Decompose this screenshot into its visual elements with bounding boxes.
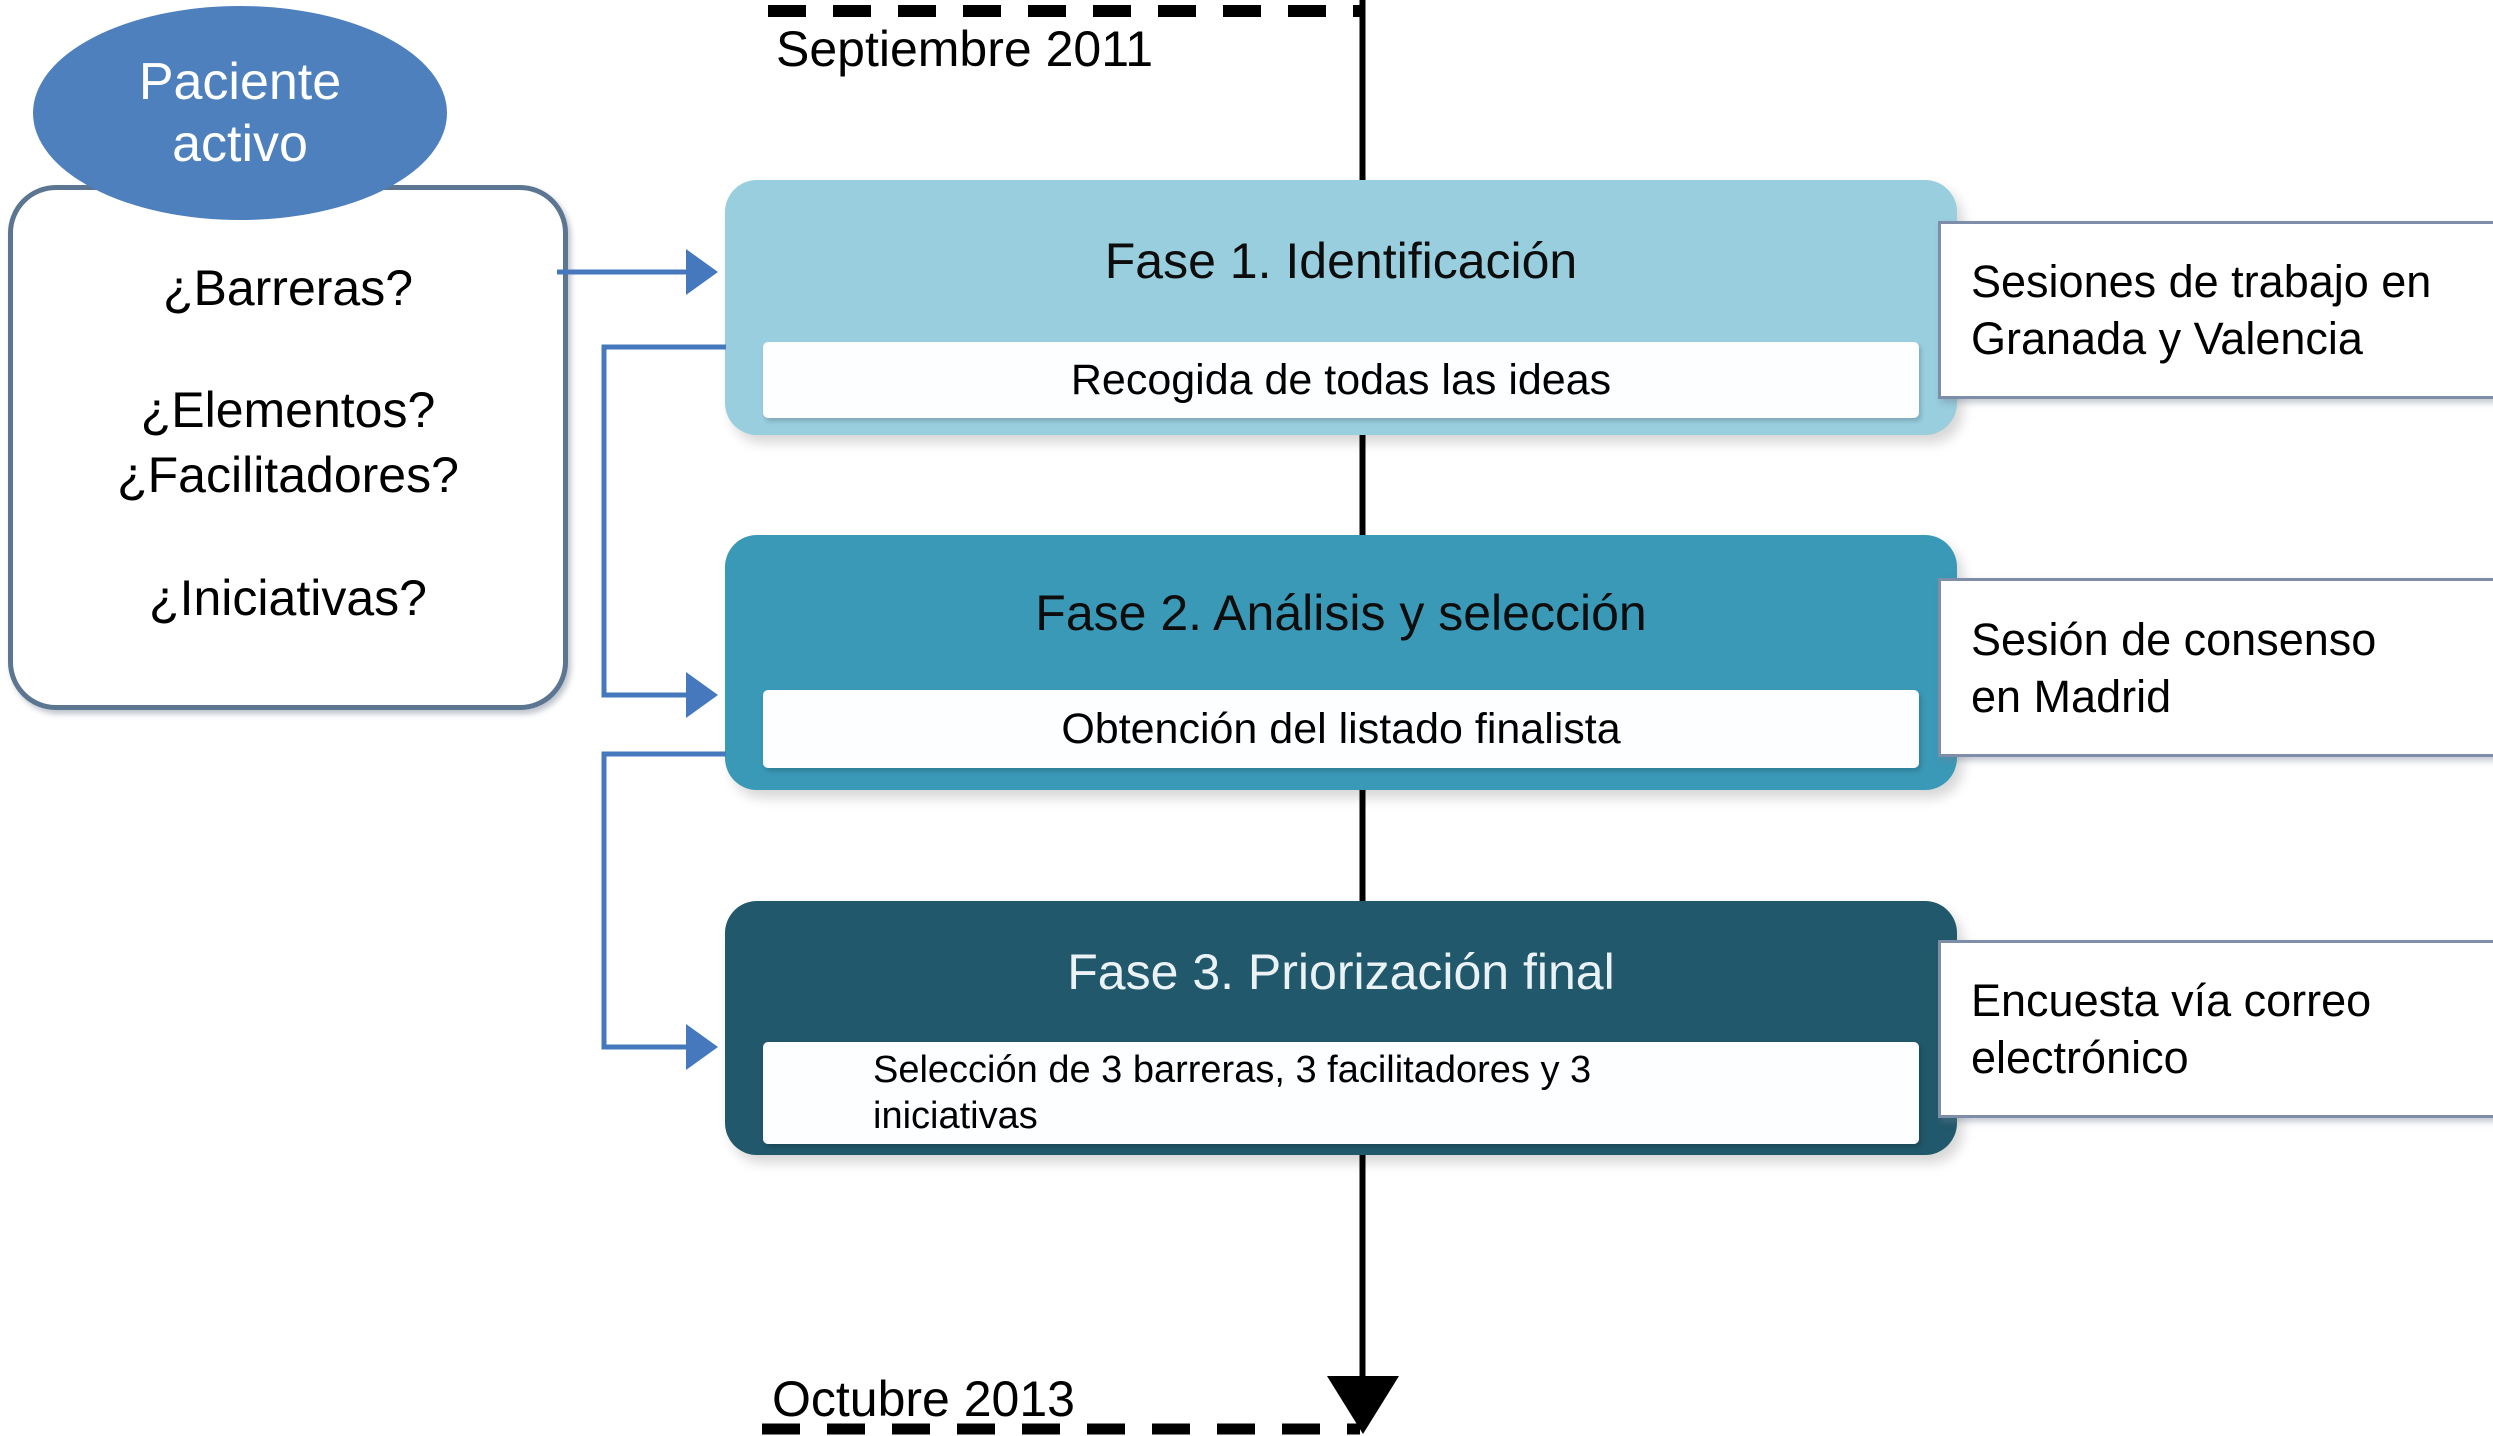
note-2-text: Sesión de consenso en Madrid: [1971, 613, 2377, 722]
phase-2-subtitle: Obtención del listado finalista: [1061, 704, 1621, 753]
phase-1-subtitle-box: Recogida de todas las ideas: [763, 342, 1919, 418]
phase-2-subtitle-box: Obtención del listado finalista: [763, 690, 1919, 768]
question-barreras: ¿Barreras?: [162, 260, 414, 316]
question-elementos: ¿Elementos?: [140, 382, 436, 438]
phase-2-title: Fase 2. Análisis y selección: [1035, 584, 1647, 641]
note-box-1: Sesiones de trabajo en Granada y Valenci…: [1938, 221, 2493, 399]
arrowhead-phase1-icon: [686, 249, 718, 295]
phase-2-box: Fase 2. Análisis y selección Obtención d…: [725, 535, 1957, 790]
connector-lines: [557, 269, 726, 1050]
timeline-end-label: Octubre 2013: [772, 1371, 1075, 1427]
arrowhead-phase3-icon: [686, 1024, 718, 1070]
connector-arrowheads: [686, 249, 718, 1070]
timeline-start-label: Septiembre 2011: [776, 21, 1154, 77]
phase-3-title: Fase 3. Priorización final: [1067, 943, 1615, 1000]
phase-1-title: Fase 1. Identificación: [1104, 233, 1578, 289]
note-box-2: Sesión de consenso en Madrid: [1938, 578, 2493, 757]
connector-phase2-to-phase3: [601, 751, 726, 1050]
phase-3-box: Fase 3. Priorización final Selección de …: [725, 901, 1957, 1155]
phase-1-box: Fase 1. Identificación Recogida de todas…: [725, 180, 1957, 435]
note-1-text: Sesiones de trabajo en Granada y Valenci…: [1971, 256, 2432, 364]
note-3-text: Encuesta vía correo electrónico: [1971, 975, 2372, 1083]
question-facilitadores: ¿Facilitadores?: [117, 447, 459, 503]
arrowhead-phase2-icon: [686, 672, 718, 718]
timeline-arrowhead-icon: [1327, 1376, 1399, 1434]
question-iniciativas: ¿Iniciativas?: [149, 570, 427, 626]
patient-ellipse-label: Paciente activo: [138, 53, 342, 173]
phase-3-subtitle: Selección de 3 barreras, 3 facilitadores…: [873, 1049, 1592, 1137]
connector-phase1-to-phase2: [601, 344, 726, 698]
note-box-3: Encuesta vía correo electrónico: [1938, 940, 2493, 1118]
phase-1-subtitle: Recogida de todas las ideas: [1070, 355, 1612, 404]
patient-ellipse: Paciente activo: [33, 6, 447, 220]
phase-3-subtitle-box: Selección de 3 barreras, 3 facilitadores…: [763, 1042, 1919, 1144]
questions-box: ¿Barreras? ¿Elementos? ¿Facilitadores? ¿…: [8, 185, 568, 710]
